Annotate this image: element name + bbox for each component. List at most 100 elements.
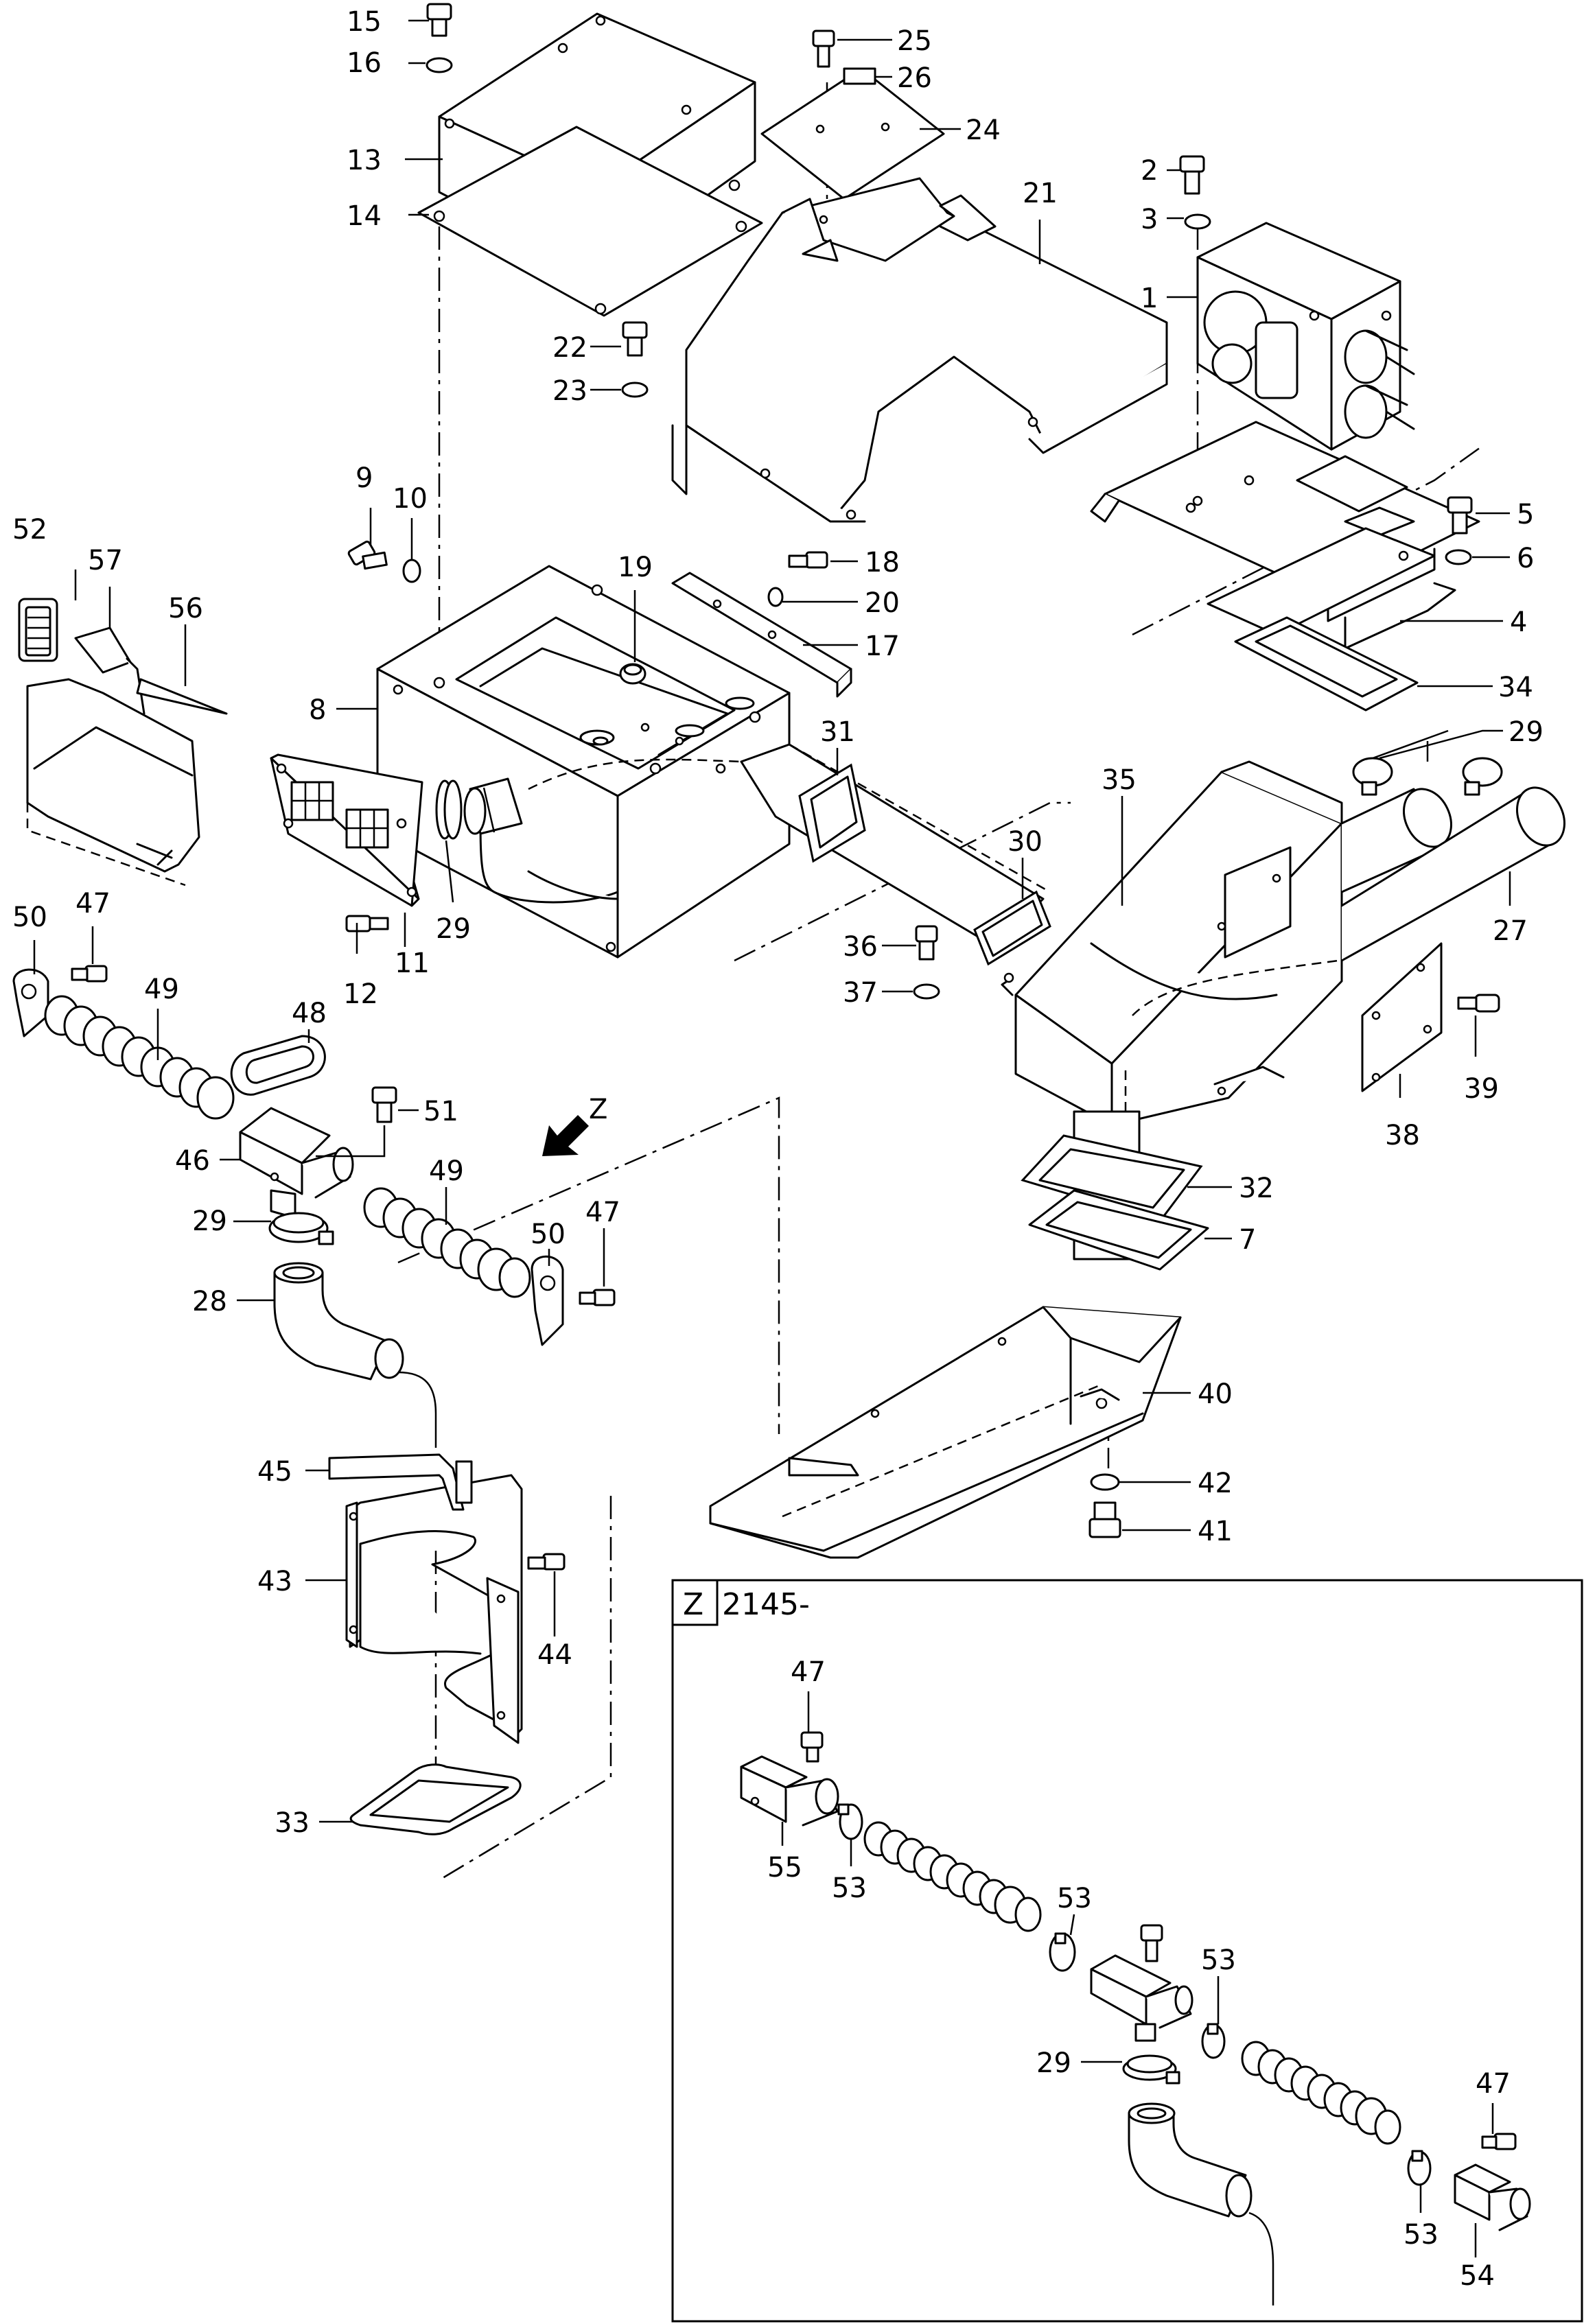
side-duct xyxy=(26,678,200,887)
callout-26: 26 xyxy=(897,62,932,94)
detail-z-clamp-53d xyxy=(1407,2150,1432,2186)
washer-16 xyxy=(426,57,453,73)
cover-plate-38 xyxy=(1361,942,1443,1092)
vent-knob-57 xyxy=(74,626,145,715)
callout-3: 3 xyxy=(1141,204,1158,235)
clamp-29-left xyxy=(435,779,463,840)
callout-40: 40 xyxy=(1198,1378,1233,1410)
gasket-32 xyxy=(1021,1134,1203,1223)
callout-z-53b: 53 xyxy=(1057,1883,1092,1914)
callout-47-left: 47 xyxy=(75,888,110,919)
callout-42: 42 xyxy=(1198,1468,1233,1499)
bolt-47-right xyxy=(579,1289,616,1306)
label-26 xyxy=(843,67,876,85)
detail-z-bolt-47b xyxy=(1481,2133,1517,2150)
grille-panel-11 xyxy=(270,753,423,907)
callout-15: 15 xyxy=(347,6,382,38)
grommet-19 xyxy=(619,663,647,685)
callout-8: 8 xyxy=(309,694,326,726)
detail-z-clamp-53b xyxy=(1049,1932,1076,1972)
callout-29-mid: 29 xyxy=(192,1206,227,1237)
grommet-48 xyxy=(230,1035,326,1096)
callout-z-arrow: Z xyxy=(589,1094,607,1125)
callout-20: 20 xyxy=(865,587,900,619)
bolt-5 xyxy=(1447,496,1473,535)
callout-2: 2 xyxy=(1141,155,1158,187)
callout-17: 17 xyxy=(865,631,900,662)
hose-49-left xyxy=(44,995,235,1120)
callout-48: 48 xyxy=(292,998,327,1029)
outlet-duct xyxy=(463,777,523,835)
washer-37 xyxy=(913,983,940,1000)
bolt-15 xyxy=(426,3,452,37)
view-z-arrow xyxy=(542,1115,589,1156)
detail-z-bolt xyxy=(1140,1924,1163,1962)
distribution-box-35 xyxy=(1001,760,1343,1127)
washer-20 xyxy=(767,587,784,607)
detail-z-bolt-47a xyxy=(800,1731,824,1763)
screw-25 xyxy=(812,30,835,68)
plate-24 xyxy=(760,67,945,200)
callout-23: 23 xyxy=(552,375,587,407)
clip-50-right xyxy=(531,1255,564,1346)
clamp-29-right xyxy=(1352,757,1503,796)
floor-duct-40 xyxy=(709,1306,1182,1559)
bolt-22 xyxy=(622,321,648,357)
clip-50-left xyxy=(12,968,49,1037)
callout-50-left: 50 xyxy=(12,902,47,933)
callout-6: 6 xyxy=(1517,543,1534,574)
callout-21: 21 xyxy=(1023,178,1058,209)
callout-51: 51 xyxy=(423,1096,458,1127)
callout-36: 36 xyxy=(843,931,878,963)
callout-32: 32 xyxy=(1239,1173,1274,1204)
duct-43 xyxy=(345,1474,523,1744)
callout-z-53c: 53 xyxy=(1201,1945,1236,1976)
callout-z-53a: 53 xyxy=(832,1873,867,1904)
detail-z-hose-1 xyxy=(863,1821,1042,1932)
detail-z-serial: 2145- xyxy=(722,1587,810,1622)
callout-29-left: 29 xyxy=(436,913,471,945)
callout-43: 43 xyxy=(257,1566,292,1597)
gasket-plate-14 xyxy=(417,126,763,317)
clamp-29-mid xyxy=(268,1212,334,1245)
gasket-31 xyxy=(798,763,866,863)
vent-52 xyxy=(18,598,58,662)
callout-4: 4 xyxy=(1510,607,1527,638)
callout-37: 37 xyxy=(843,977,878,1009)
callout-z-47a: 47 xyxy=(791,1656,826,1688)
screw-39 xyxy=(1457,994,1500,1013)
bolt-41 xyxy=(1088,1501,1121,1538)
bolt-2 xyxy=(1179,155,1205,195)
strap-45 xyxy=(328,1453,473,1511)
detail-z-clamp-53a xyxy=(837,1803,863,1840)
detail-z-connector xyxy=(1090,1954,1193,2042)
callout-11: 11 xyxy=(395,948,430,979)
callout-13: 13 xyxy=(347,145,382,176)
callout-56: 56 xyxy=(168,593,203,624)
callout-27: 27 xyxy=(1493,915,1528,947)
detail-z-clamp-29 xyxy=(1122,2054,1180,2085)
detail-z-frame xyxy=(671,1579,1583,2323)
callout-1: 1 xyxy=(1141,283,1158,314)
heater-unit-1 xyxy=(1196,222,1415,451)
callout-28: 28 xyxy=(192,1286,227,1317)
detail-z-hose-2 xyxy=(1241,2041,1401,2145)
callout-44: 44 xyxy=(537,1639,572,1671)
callout-10: 10 xyxy=(393,483,428,515)
detail-z-bracket-54 xyxy=(1454,2163,1531,2231)
callout-z-29: 29 xyxy=(1036,2047,1071,2079)
washer-42 xyxy=(1090,1473,1120,1491)
callout-45: 45 xyxy=(257,1456,292,1488)
elbow-28 xyxy=(273,1262,437,1448)
bolt-9 xyxy=(347,540,388,570)
callout-labels: 15 16 13 14 25 26 24 21 2 3 1 22 23 5 6 … xyxy=(12,6,1544,2292)
callout-50-right: 50 xyxy=(531,1219,566,1250)
washer-6 xyxy=(1445,549,1472,565)
callout-22: 22 xyxy=(552,332,587,364)
washer-3 xyxy=(1184,213,1211,230)
callout-49-left: 49 xyxy=(144,974,179,1005)
leader-lines xyxy=(33,19,1511,2257)
large-cover-21 xyxy=(671,177,1168,523)
callout-38: 38 xyxy=(1385,1120,1420,1151)
detail-z-letter: Z xyxy=(683,1587,703,1622)
